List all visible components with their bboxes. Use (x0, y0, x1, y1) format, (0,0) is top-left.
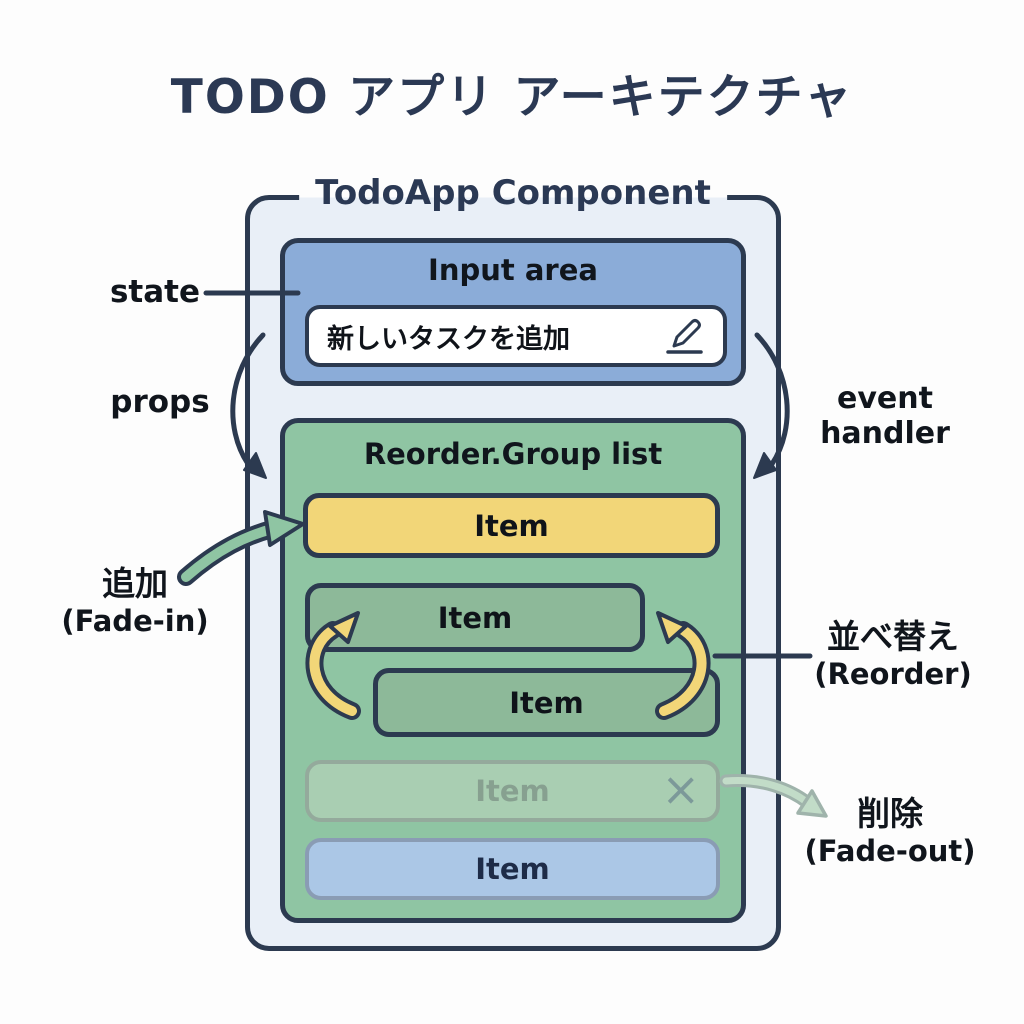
todo-item-label: Item (475, 852, 550, 886)
add-label-jp: 追加 (102, 564, 168, 603)
new-task-input-value: 新しいタスクを追加 (327, 323, 570, 355)
todo-item-new[interactable]: Item (303, 493, 720, 558)
event-handler-label-line1: event (837, 381, 933, 416)
add-fade-in-label: 追加 (Fade-in) (35, 563, 235, 638)
reorder-label-jp: 並べ替え (827, 617, 959, 656)
delete-fade-out-label: 削除 (Fade-out) (790, 793, 990, 868)
reorder-label: 並べ替え (Reorder) (793, 616, 993, 691)
delete-label-en: (Fade-out) (804, 834, 976, 868)
todo-item-reorder-a[interactable]: Item (305, 583, 645, 652)
delete-label-jp: 削除 (857, 794, 923, 833)
todo-item-label: Item (475, 774, 550, 808)
todo-item-label: Item (509, 685, 584, 720)
todo-item-reorder-b[interactable]: Item (373, 668, 720, 737)
todo-item-label: Item (437, 600, 513, 635)
event-handler-label-line2: handler (820, 416, 950, 451)
props-label: props (110, 384, 210, 420)
state-label: state (109, 274, 201, 310)
reorder-group-title: Reorder.Group list (363, 437, 663, 471)
todo-item-label: Item (474, 508, 549, 543)
close-x-icon[interactable]: × (661, 762, 700, 817)
input-area-title: Input area (428, 253, 598, 287)
reorder-group-box: Reorder.Group list Item Item Item Item ×… (280, 418, 746, 923)
new-task-input[interactable]: 新しいタスクを追加 (305, 305, 727, 367)
event-handler-label: event handler (795, 381, 975, 451)
reorder-label-en: (Reorder) (814, 657, 972, 691)
add-label-en: (Fade-in) (61, 604, 209, 638)
todo-item-deleting[interactable]: Item × (305, 760, 720, 822)
diagram-title: TODO アプリ アーキテクチャ (170, 70, 854, 125)
edit-pencil-icon[interactable] (663, 316, 707, 356)
todo-item-normal[interactable]: Item (305, 838, 720, 900)
input-area-box: Input area 新しいタスクを追加 (280, 238, 746, 386)
todoapp-component-label: TodoApp Component (299, 170, 727, 216)
